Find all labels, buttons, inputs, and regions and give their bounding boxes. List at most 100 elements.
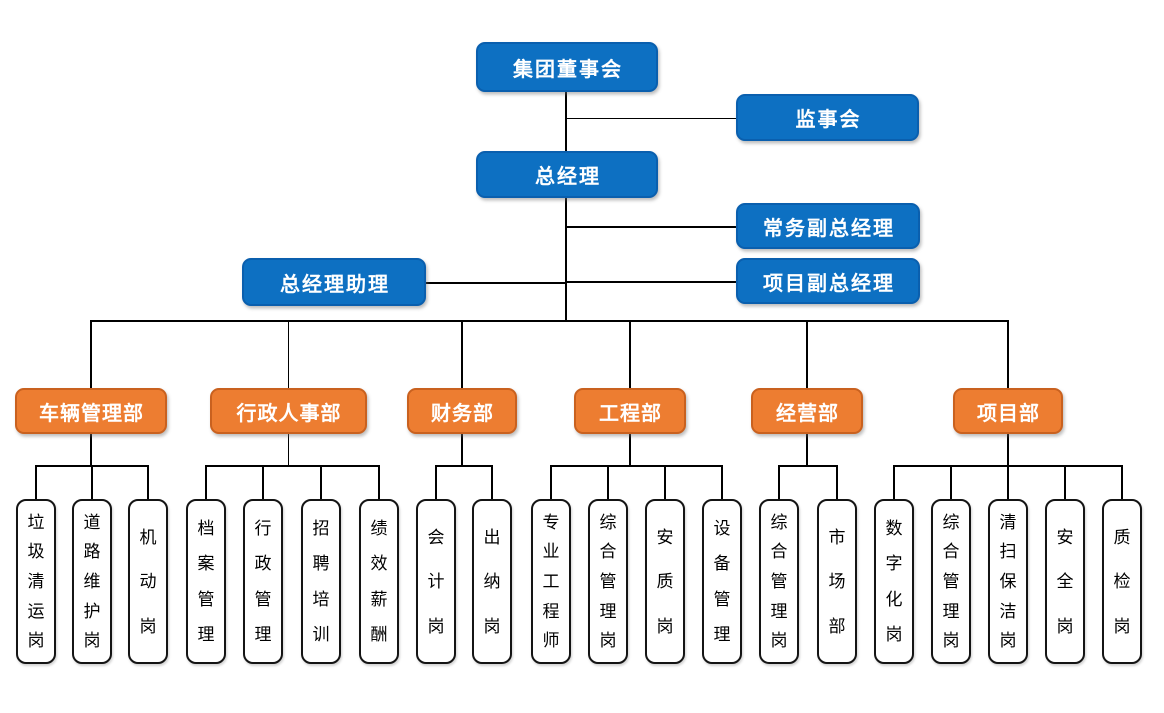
node-label: 车辆管理部 bbox=[39, 402, 144, 425]
post-label: 数字化岗 bbox=[885, 518, 903, 645]
connector-drop bbox=[664, 465, 666, 499]
post-label: 清扫保洁岗 bbox=[999, 512, 1017, 651]
dept-operations: 经营部 bbox=[751, 388, 863, 434]
post-admin-hr-4: 绩效薪酬 bbox=[359, 499, 399, 664]
node-executive-deputy-gm: 常务副总经理 bbox=[736, 203, 920, 249]
post-operations-1: 综合管理岗 bbox=[759, 499, 799, 664]
connector-drop bbox=[629, 320, 631, 388]
node-label: 总经理助理 bbox=[280, 273, 390, 296]
post-label: 综合管理岗 bbox=[942, 512, 960, 651]
post-label: 安全岗 bbox=[1056, 527, 1074, 636]
connector-drop bbox=[262, 465, 264, 499]
connector-drop bbox=[320, 465, 322, 499]
node-project-deputy-gm: 项目副总经理 bbox=[736, 258, 920, 304]
post-label: 质检岗 bbox=[1113, 527, 1131, 636]
connector-drop bbox=[1064, 465, 1066, 499]
connector-drop bbox=[287, 434, 290, 467]
post-project-dept-5: 质检岗 bbox=[1102, 499, 1142, 664]
connector-drop bbox=[287, 320, 290, 388]
connector-drop bbox=[778, 465, 780, 499]
connector-subrail bbox=[436, 465, 493, 467]
node-label: 工程部 bbox=[599, 402, 662, 425]
node-label: 集团董事会 bbox=[513, 58, 623, 81]
dept-engineering: 工程部 bbox=[574, 388, 686, 434]
post-project-dept-3: 清扫保洁岗 bbox=[988, 499, 1028, 664]
connector-drop bbox=[893, 465, 895, 499]
connector-trunk bbox=[565, 92, 567, 322]
post-label: 垃圾清运岗 bbox=[27, 512, 45, 651]
dept-project-dept: 项目部 bbox=[953, 388, 1063, 434]
connector-drop bbox=[1121, 465, 1123, 499]
post-project-dept-1: 数字化岗 bbox=[874, 499, 914, 664]
post-finance-1: 会计岗 bbox=[416, 499, 456, 664]
connector-drop bbox=[91, 465, 93, 499]
dept-finance: 财务部 bbox=[407, 388, 517, 434]
connector-drop bbox=[1007, 434, 1009, 467]
post-project-dept-2: 综合管理岗 bbox=[931, 499, 971, 664]
post-finance-2: 出纳岗 bbox=[472, 499, 512, 664]
node-label: 常务副总经理 bbox=[763, 217, 895, 240]
post-label: 会计岗 bbox=[427, 527, 445, 636]
post-engineering-3: 安质岗 bbox=[645, 499, 685, 664]
post-vehicle-management-3: 机动岗 bbox=[128, 499, 168, 664]
node-label: 行政人事部 bbox=[236, 402, 342, 425]
connector-subrail bbox=[551, 465, 723, 467]
post-label: 招聘培训 bbox=[312, 518, 330, 645]
post-engineering-4: 设备管理 bbox=[702, 499, 742, 664]
connector-drop bbox=[607, 465, 609, 499]
connector-drop bbox=[950, 465, 952, 499]
dept-vehicle-management: 车辆管理部 bbox=[15, 388, 167, 434]
connector-rail bbox=[91, 320, 1009, 322]
connector-branch bbox=[426, 282, 566, 284]
connector-drop bbox=[629, 434, 631, 467]
connector-drop bbox=[35, 465, 37, 499]
connector-subrail bbox=[206, 465, 380, 467]
connector-drop bbox=[550, 465, 552, 499]
post-label: 综合管理岗 bbox=[770, 512, 788, 651]
connector-drop bbox=[90, 434, 92, 467]
connector-drop bbox=[721, 465, 723, 499]
connector-drop bbox=[836, 465, 838, 499]
post-vehicle-management-1: 垃圾清运岗 bbox=[16, 499, 56, 664]
node-general-manager: 总经理 bbox=[476, 151, 658, 198]
node-label: 项目副总经理 bbox=[763, 272, 895, 295]
node-gm-assistant: 总经理助理 bbox=[242, 258, 426, 306]
node-label: 项目部 bbox=[977, 402, 1040, 425]
post-engineering-2: 综合管理岗 bbox=[588, 499, 628, 664]
connector-drop bbox=[90, 320, 92, 388]
node-label: 经营部 bbox=[776, 402, 839, 425]
node-label: 总经理 bbox=[535, 166, 601, 188]
dept-admin-hr: 行政人事部 bbox=[210, 388, 367, 434]
connector-subrail bbox=[779, 465, 838, 467]
post-label: 专业工程师 bbox=[542, 512, 560, 651]
post-vehicle-management-2: 道路维护岗 bbox=[72, 499, 112, 664]
node-label: 财务部 bbox=[431, 402, 494, 425]
post-label: 安质岗 bbox=[656, 527, 674, 636]
post-label: 行政管理 bbox=[254, 518, 272, 645]
connector-drop bbox=[435, 465, 437, 499]
connector-drop bbox=[461, 320, 463, 388]
post-label: 道路维护岗 bbox=[83, 512, 101, 651]
connector-drop bbox=[378, 465, 380, 499]
post-admin-hr-3: 招聘培训 bbox=[301, 499, 341, 664]
post-label: 出纳岗 bbox=[483, 527, 501, 636]
connector-branch bbox=[566, 281, 736, 283]
connector-drop bbox=[806, 320, 808, 388]
post-label: 市场部 bbox=[828, 527, 846, 636]
post-admin-hr-1: 档案管理 bbox=[186, 499, 226, 664]
connector-drop bbox=[147, 465, 149, 499]
post-engineering-1: 专业工程师 bbox=[531, 499, 571, 664]
connector-drop bbox=[1007, 320, 1009, 388]
post-label: 设备管理 bbox=[713, 518, 731, 645]
connector-branch bbox=[566, 226, 736, 228]
connector-drop bbox=[806, 434, 808, 467]
post-label: 档案管理 bbox=[197, 518, 215, 645]
connector-drop bbox=[205, 465, 207, 499]
post-admin-hr-2: 行政管理 bbox=[243, 499, 283, 664]
post-label: 机动岗 bbox=[139, 527, 157, 636]
connector-drop bbox=[1007, 465, 1009, 499]
connector-drop bbox=[461, 434, 463, 467]
post-project-dept-4: 安全岗 bbox=[1045, 499, 1085, 664]
connector-drop bbox=[491, 465, 493, 499]
